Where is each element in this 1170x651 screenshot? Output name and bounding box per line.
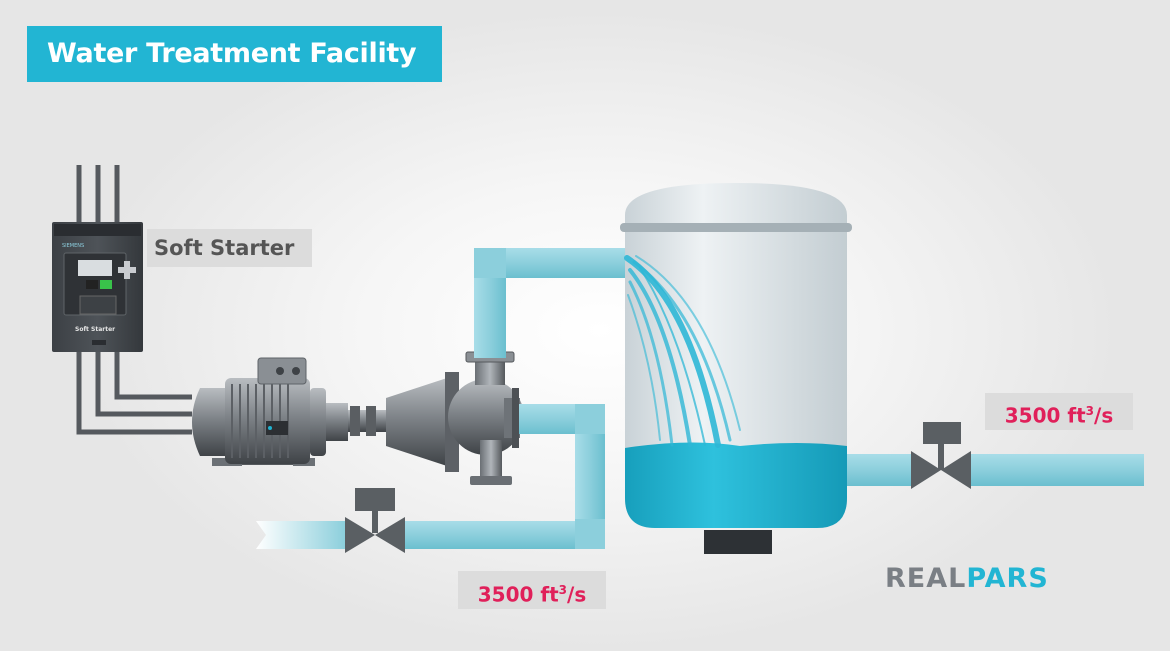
soft-starter-device: SIEMENS Soft Starter xyxy=(52,222,143,352)
soft-starter-device-text: Soft Starter xyxy=(75,326,115,333)
storage-tank-icon xyxy=(620,183,852,554)
power-cables xyxy=(76,165,192,435)
logo-part-pars: PARS xyxy=(966,563,1049,594)
electric-motor-icon xyxy=(192,357,386,466)
logo-part-real: REAL xyxy=(885,563,967,594)
dpad-icon xyxy=(118,261,136,279)
soft-starter-brand: SIEMENS xyxy=(62,243,84,249)
realpars-logo: REALPARS xyxy=(885,563,1100,595)
outlet-pipe xyxy=(847,454,1144,486)
suction-pipe xyxy=(256,404,605,549)
inlet-flow-rate-label: 3500 ft3/s xyxy=(458,571,606,609)
inlet-flow-suffix: /s xyxy=(567,582,587,607)
inlet-flow-exponent: 3 xyxy=(558,583,568,597)
inlet-flow-value: 3500 ft xyxy=(477,582,559,607)
discharge-pipe xyxy=(474,248,626,358)
outlet-flow-exponent: 3 xyxy=(1085,404,1095,418)
water-stream xyxy=(624,255,741,448)
soft-starter-label: Soft Starter xyxy=(147,229,312,267)
outlet-flow-suffix: /s xyxy=(1094,403,1114,428)
outlet-flow-value: 3500 ft xyxy=(1004,403,1086,428)
gate-valve-icon xyxy=(345,488,405,553)
centrifugal-pump-icon xyxy=(386,351,524,485)
page-title: Water Treatment Facility xyxy=(27,26,442,82)
outlet-flow-rate-label: 3500 ft3/s xyxy=(985,393,1133,430)
gate-valve-icon xyxy=(911,422,971,489)
